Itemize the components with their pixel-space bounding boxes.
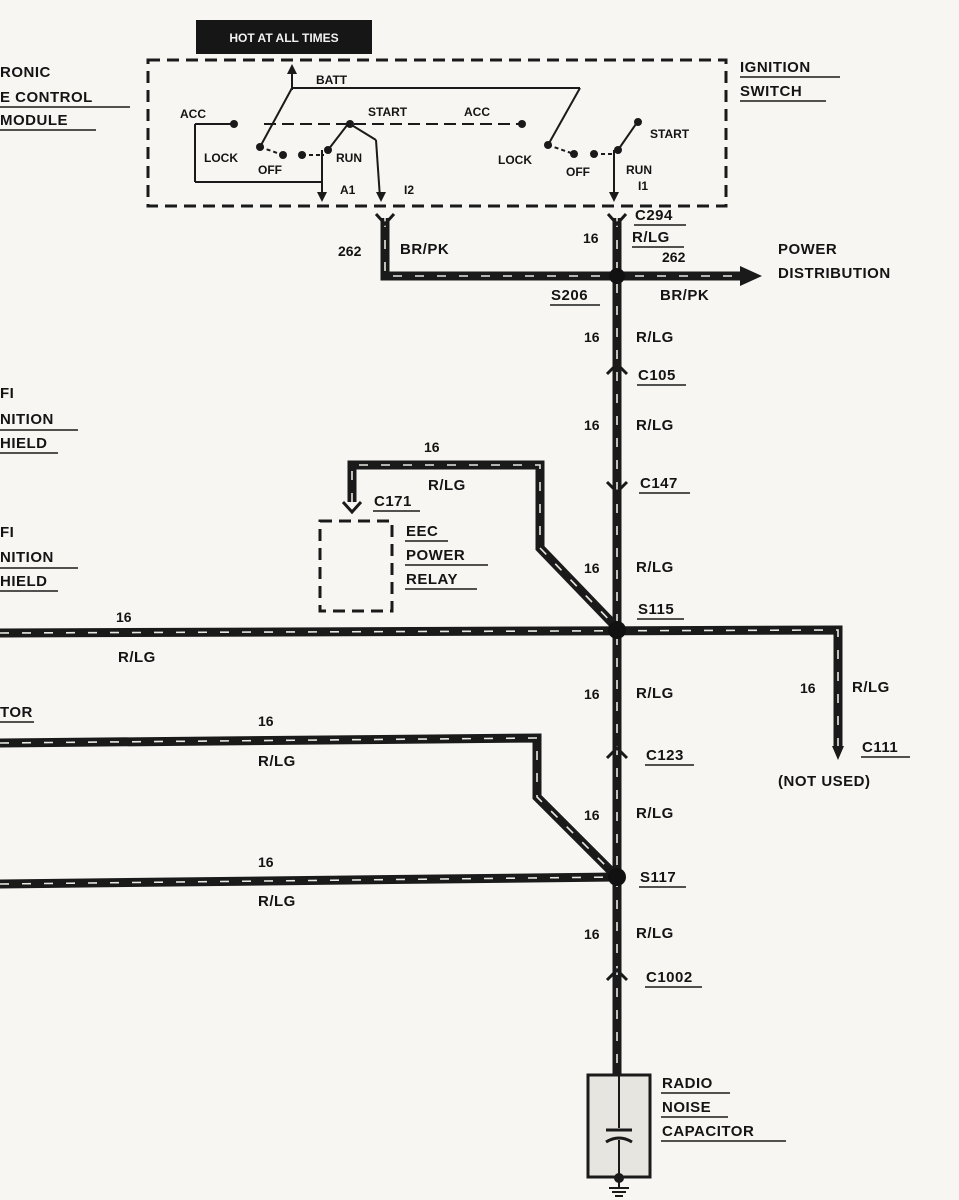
module-label-line2: E CONTROL: [0, 89, 93, 106]
efi-shield1-line3: HIELD: [0, 435, 48, 452]
wire-262-left-color: BR/PK: [400, 241, 449, 258]
c111-not-used: (NOT USED): [778, 773, 871, 790]
efi-shield1-line2: NITION: [0, 411, 54, 428]
hot-at-all-times-banner: HOT AT ALL TIMES: [196, 20, 372, 54]
power-distribution-line2: DISTRIBUTION: [778, 265, 891, 282]
run-right-label: RUN: [626, 163, 652, 177]
ignition-switch-title-line1: IGNITION: [740, 59, 811, 76]
connector-c1002: C1002: [646, 969, 693, 986]
wire-color-left1: R/LG: [118, 649, 156, 666]
wire-262-right-gauge: 262: [662, 249, 686, 265]
start-left-label: START: [368, 105, 408, 119]
off-right-label: OFF: [566, 165, 590, 179]
connector-c171: C171: [374, 493, 412, 510]
ignition-switch: BATT ACC START LOCK OFF RUN A1 I2 ACC ST…: [146, 58, 840, 208]
wire-color-s117-c1002: R/LG: [636, 925, 674, 942]
acc-left-label: ACC: [180, 107, 206, 121]
off-left-label: OFF: [258, 163, 282, 177]
wire-gauge-s206-c105: 16: [584, 329, 600, 345]
radio-capacitor-line3: CAPACITOR: [662, 1123, 754, 1140]
connector-c111: C111: [862, 739, 898, 756]
power-distribution-line1: POWER: [778, 241, 837, 258]
splice-s117: S117: [640, 869, 676, 886]
wire-color-c147-s115: R/LG: [636, 559, 674, 576]
i1-label: I1: [638, 179, 648, 193]
eec-relay-line3: RELAY: [406, 571, 458, 588]
wire-color-c105-c147: R/LG: [636, 417, 674, 434]
wire-gauge-c147-s115: 16: [584, 560, 600, 576]
wire-gauge-left3: 16: [258, 854, 274, 870]
efi-shield2-line2: NITION: [0, 549, 54, 566]
module-label-line1: RONIC: [0, 64, 51, 81]
efi-shield1-line1: FI: [0, 385, 14, 402]
radio-noise-capacitor: RADIO NOISE CAPACITOR: [586, 1073, 786, 1197]
eec-power-relay: C171 EEC POWER RELAY: [318, 493, 488, 613]
module-label-line3: MODULE: [0, 112, 68, 129]
splice-s206-dot: [609, 268, 625, 284]
wire-262-left-gauge: 262: [338, 243, 362, 259]
wire-gauge-c105-c147: 16: [584, 417, 600, 433]
radio-capacitor-line1: RADIO: [662, 1075, 713, 1092]
splice-s115: S115: [638, 601, 674, 618]
wire-gauge-c123-s117: 16: [584, 807, 600, 823]
wire-gauge-s115-c123: 16: [584, 686, 600, 702]
connector-symbols: [341, 212, 629, 982]
i2-label: I2: [404, 183, 414, 197]
splice-s115-dot: [608, 621, 626, 639]
wire-color-left3: R/LG: [258, 893, 296, 910]
wire-gauge-c294: 16: [583, 230, 599, 246]
lock-right-label: LOCK: [498, 153, 532, 167]
lock-left-label: LOCK: [204, 151, 238, 165]
wire-262-right-color: BR/PK: [660, 287, 709, 304]
connector-c123: C123: [646, 747, 684, 764]
efi-shield2-line1: FI: [0, 524, 14, 541]
wire-gauge-s117-c1002: 16: [584, 926, 600, 942]
tor-label: TOR: [0, 704, 33, 721]
wire-gauge-left2: 16: [258, 713, 274, 729]
wire-color-c123-s117: R/LG: [636, 805, 674, 822]
splice-s117-dot: [608, 868, 626, 886]
wire-color-c294: R/LG: [632, 229, 670, 246]
efi-shield2-line3: HIELD: [0, 573, 48, 590]
connector-c147: C147: [640, 475, 678, 492]
power-distribution: POWER DISTRIBUTION: [778, 241, 891, 282]
connector-c294: C294: [635, 207, 673, 224]
a1-label: A1: [340, 183, 356, 197]
wire-gauge-left1: 16: [116, 609, 132, 625]
splice-s206: S206: [551, 287, 588, 304]
wire-color-s115-c123: R/LG: [636, 685, 674, 702]
batt-label: BATT: [316, 73, 348, 87]
run-left-label: RUN: [336, 151, 362, 165]
ignition-switch-title-line2: SWITCH: [740, 83, 802, 100]
wire-color-s206-c105: R/LG: [636, 329, 674, 346]
wire-labels: 262 BR/PK 262 BR/PK C294 16 R/LG S206 16…: [116, 207, 910, 988]
eec-relay-line2: POWER: [406, 547, 465, 564]
radio-capacitor-line2: NOISE: [662, 1099, 711, 1116]
wire-color-c111: R/LG: [852, 679, 890, 696]
eec-relay-line1: EEC: [406, 523, 438, 540]
wire-color-relay: R/LG: [428, 477, 466, 494]
splices: [608, 268, 626, 886]
acc-right-label: ACC: [464, 105, 490, 119]
wire-color-left2: R/LG: [258, 753, 296, 770]
connector-c105: C105: [638, 367, 676, 384]
hot-at-all-times-label: HOT AT ALL TIMES: [229, 31, 338, 45]
wire-harness: [0, 218, 844, 1075]
left-labels: RONIC E CONTROL MODULE FI NITION HIELD F…: [0, 64, 130, 723]
wire-gauge-relay: 16: [424, 439, 440, 455]
wire-gauge-c111: 16: [800, 680, 816, 696]
start-right-label: START: [650, 127, 690, 141]
